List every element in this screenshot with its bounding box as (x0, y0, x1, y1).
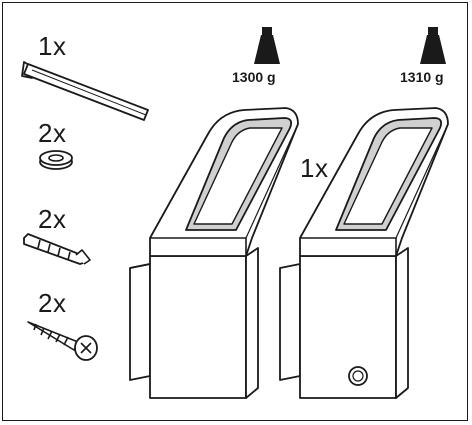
weight-icon (254, 27, 280, 64)
weight-label-2: 1310 g (400, 69, 444, 85)
screw-icon (27, 321, 98, 361)
lamp-quantity: 1x (300, 153, 329, 183)
wall-plug-icon (23, 233, 91, 265)
weight-icon (420, 27, 446, 64)
weight-label-1: 1300 g (232, 69, 276, 85)
sheet-border (2, 2, 468, 421)
screw-quantity: 2x (38, 288, 67, 318)
hex-key-icon (21, 61, 149, 121)
wall-lamp-sensor-icon (279, 107, 449, 399)
washer-quantity: 2x (38, 118, 67, 148)
hex-key-quantity: 1x (38, 31, 67, 61)
wall-plug-quantity: 2x (38, 204, 67, 234)
washer-icon (39, 150, 73, 170)
wall-lamp-icon (129, 107, 299, 399)
